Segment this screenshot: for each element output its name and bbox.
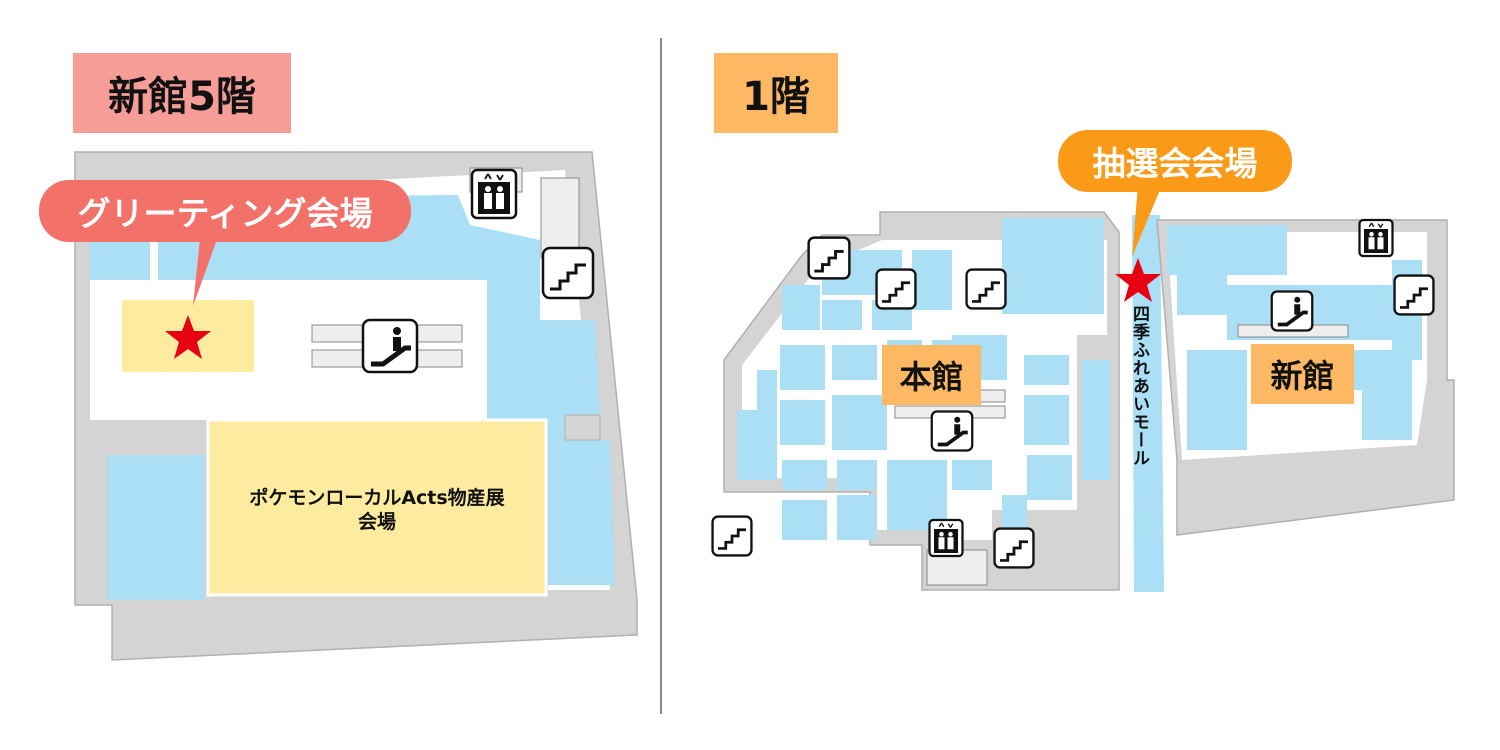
left-shop-top (90, 195, 600, 440)
greeting-callout: グリーティング会場 (39, 180, 411, 242)
right-floor-heading: 1階 (714, 53, 838, 133)
greeting-star-marker-icon (165, 315, 211, 359)
left-shop-divider (150, 240, 158, 285)
main-building-label: 本館 (882, 345, 981, 405)
lottery-callout: 抽選会会場 (1058, 130, 1292, 192)
new-escalator-icon (1270, 290, 1314, 332)
left-stair-track (540, 177, 580, 259)
stairs-icon-1 (807, 236, 851, 280)
lottery-callout-pointer (1132, 185, 1162, 257)
new-elevator-icon (1358, 218, 1394, 258)
main-elevator-icon (928, 518, 964, 558)
stairs-icon-2 (875, 268, 917, 310)
mall-label: 四季ふれあいモール (1129, 305, 1149, 467)
left-elevator-icon (470, 168, 518, 220)
main-escalator-icon (930, 410, 974, 452)
event-room (206, 418, 548, 597)
mall-strip (1132, 215, 1164, 592)
left-floor-map (74, 151, 638, 661)
event-room-label: ポケモンローカルActs物産展 会場 (249, 487, 505, 533)
left-wall-right (564, 414, 601, 441)
left-floor-heading: 新館5階 (73, 53, 291, 133)
stairs-icon-5 (993, 527, 1035, 569)
new-building-label: 新館 (1251, 344, 1354, 404)
left-corridor-strip (90, 280, 487, 300)
map-divider (660, 38, 662, 714)
left-shop-right (548, 440, 615, 585)
left-shop-bottom (107, 455, 204, 600)
stairs-icon-4 (711, 515, 753, 557)
stairs-icon-3 (965, 268, 1007, 310)
main-building-shops (737, 218, 1110, 540)
lottery-star-marker-icon (1115, 258, 1161, 302)
stairs-icon-6 (1393, 274, 1435, 316)
left-stairs-icon (541, 246, 595, 300)
left-escalator-icon (361, 318, 419, 374)
